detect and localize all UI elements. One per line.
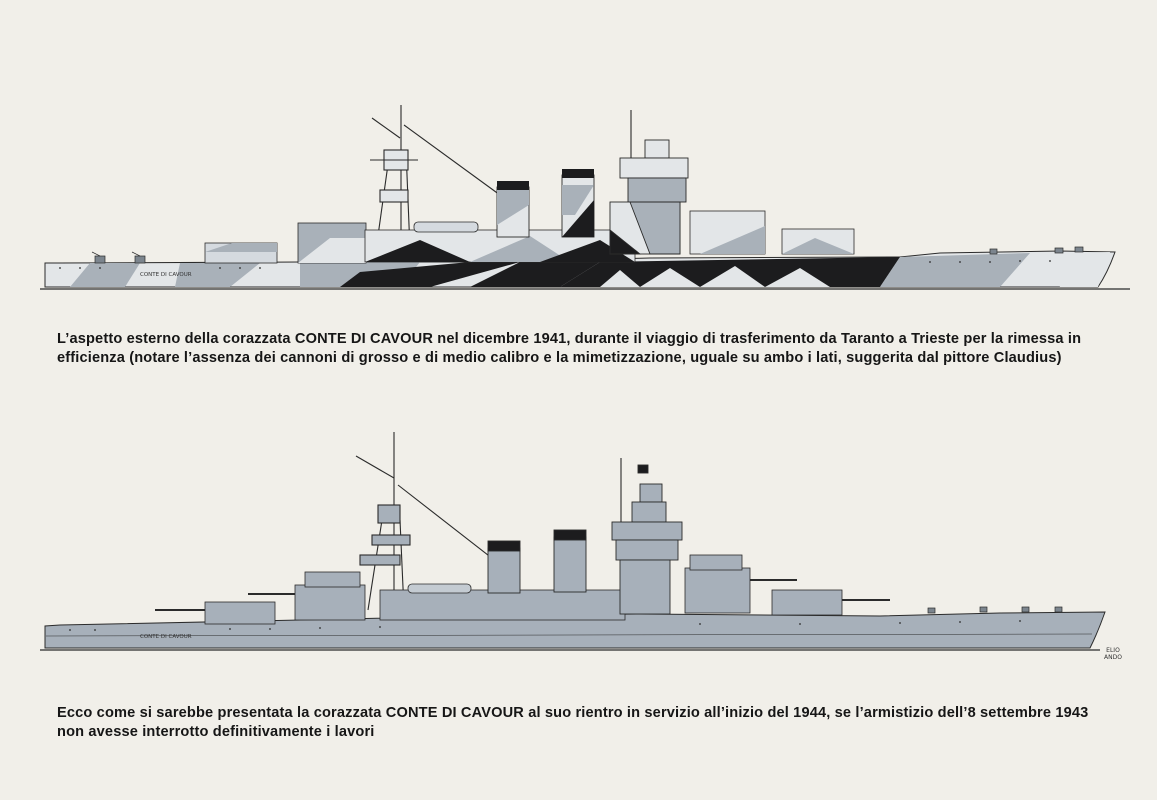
- artist-signature: ELIO ANDO: [1101, 647, 1125, 661]
- aft-turret-1: [155, 601, 276, 625]
- fore-turret-2: [771, 589, 890, 616]
- boat: [413, 221, 479, 233]
- aft-turret-2: [248, 571, 366, 621]
- bridge-tower: [611, 458, 683, 615]
- aft-light-guns: [91, 251, 146, 264]
- hull-camouflage: [70, 252, 1110, 287]
- caption-1941-ship-name: CONTE DI CAVOUR: [294, 331, 434, 347]
- caption-1944-text-before: Ecco come si sarebbe presentata la coraz…: [57, 705, 386, 721]
- aft-funnel: [487, 540, 521, 594]
- bridge-tower: [609, 110, 689, 255]
- caption-1944: Ecco come si sarebbe presentata la coraz…: [57, 704, 1107, 742]
- caption-1941-text-before: L’aspetto esterno della corazzata: [57, 331, 295, 347]
- caption-1941-text-after: nel dicembre 1941, durante il viaggio di…: [57, 331, 1082, 366]
- artist-signature-line1: ELIO: [1106, 647, 1120, 654]
- portholes: [59, 260, 1051, 269]
- fore-turret-1: [684, 554, 797, 614]
- boat: [407, 583, 472, 594]
- portholes: [69, 620, 1021, 631]
- caption-1944-ship-name: CONTE DI CAVOUR: [385, 705, 524, 721]
- fore-funnel: [553, 529, 587, 593]
- caption-1941: L’aspetto esterno della corazzata CONTE …: [57, 330, 1107, 368]
- fore-light-guns: [989, 246, 1084, 255]
- midship-superstructure: [379, 589, 626, 621]
- hull-ship-name-label: CONTE DI CAVOUR: [140, 634, 192, 640]
- ship-drawing-1941-camouflage: CONTE DI CAVOUR: [40, 105, 1130, 290]
- ship-drawing-1944-completed: CONTE DI CAVOUR: [40, 432, 1106, 651]
- caption-1944-text-after: al suo rientro in servizio all’inizio de…: [57, 705, 1089, 740]
- aft-funnel: [496, 181, 530, 238]
- fore-funnel: [561, 169, 595, 238]
- fore-light-guns: [927, 606, 1063, 614]
- hull-ship-name-label: CONTE DI CAVOUR: [140, 272, 192, 278]
- artist-signature-line2: ANDO: [1104, 654, 1122, 661]
